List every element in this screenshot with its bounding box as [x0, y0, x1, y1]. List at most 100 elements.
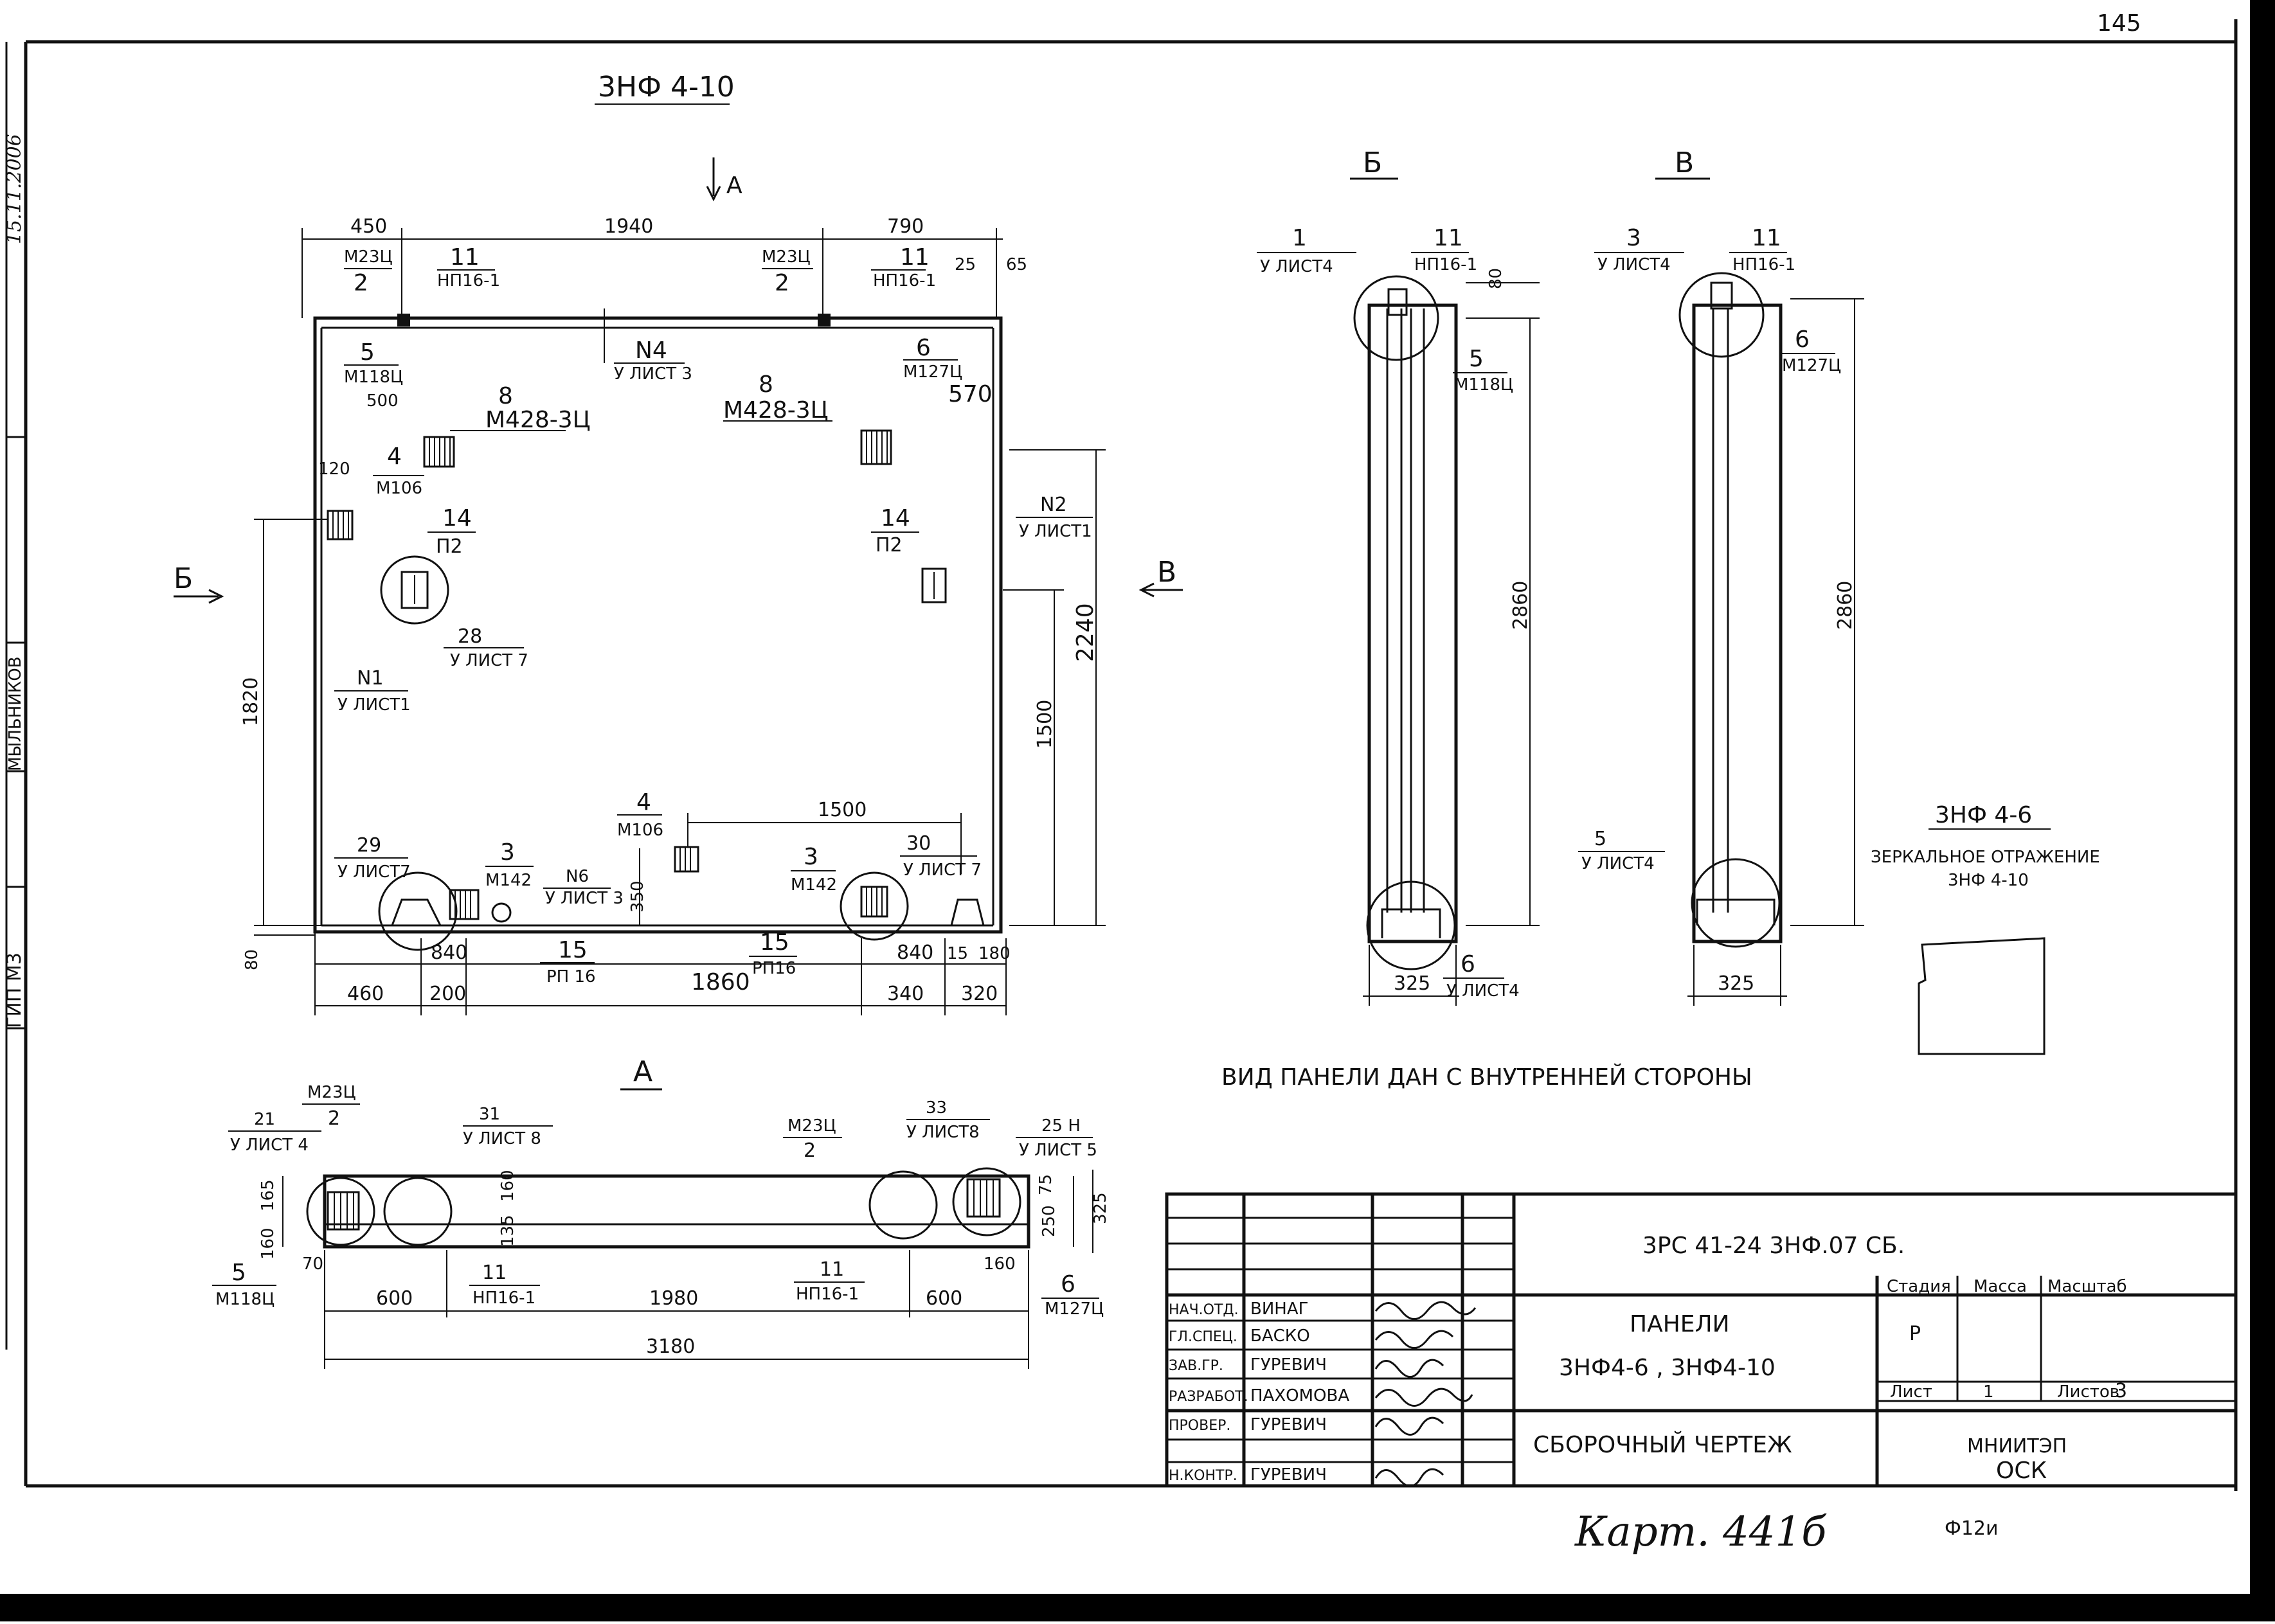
detail-circle-30 — [840, 871, 909, 941]
dim-top-65: 65 — [1006, 255, 1027, 274]
view-a-callout-33: 33 — [926, 1098, 947, 1118]
section-b-dim-80: 80 — [1486, 268, 1506, 289]
tb-role-2: ЗАВ.ГР. — [1169, 1358, 1223, 1374]
callout-11-1: 11 — [450, 244, 480, 271]
loop-p2-right — [921, 567, 947, 603]
callout-14b: 14 — [881, 505, 910, 531]
tb-name-2: ГУРЕВИЧ — [1250, 1355, 1327, 1375]
callout-n2: N2 — [1040, 494, 1067, 516]
signature-icon — [1374, 1388, 1473, 1407]
callout-28: 28 — [458, 625, 482, 648]
view-a-callout-25n: 25 Н — [1041, 1116, 1081, 1136]
tb-name-line2: 3НФ4-6 , 3НФ4-10 — [1559, 1355, 1776, 1381]
dim-top-25: 25 — [955, 255, 976, 274]
section-b-dim-2860: 2860 — [1509, 581, 1532, 630]
section-v-dim-325: 325 — [1718, 972, 1754, 995]
section-b-callout-list4b: У ЛИСТ4 — [1446, 981, 1520, 1001]
tb-stage-label: Стадия — [1887, 1277, 1951, 1296]
panel-outline — [313, 316, 1003, 934]
tb-doc-type: СБОРОЧНЫЙ ЧЕРТЕЖ — [1533, 1431, 1792, 1458]
loop-p2-left — [400, 571, 429, 609]
dim-h-1500: 1500 — [1034, 700, 1056, 749]
view-a-dim-160: 160 — [258, 1227, 278, 1260]
handwritten-note: Карт. 441б — [1574, 1508, 1827, 1556]
front-view: 3НФ 4-10 A 450 1940 790 25 65 М23Ц 2 11 … — [174, 71, 1183, 1015]
callout-2-2: 2 — [775, 270, 789, 296]
view-a-dim-70: 70 — [302, 1254, 323, 1274]
side-arrow-right-label: В — [1157, 556, 1176, 589]
callout-3b: 3 — [804, 844, 818, 870]
callout-n6: N6 — [566, 867, 589, 886]
dim-top-790: 790 — [887, 215, 924, 238]
tb-name-line1: ПАНЕЛИ — [1630, 1311, 1730, 1337]
view-a-callout-list5: У ЛИСТ 5 — [1019, 1141, 1097, 1160]
tb-doc-code: 3РС 41-24 3НФ.07 СБ. — [1642, 1233, 1905, 1259]
main-title: 3НФ 4-10 — [598, 71, 735, 103]
section-b-callout-m118c: М118Ц — [1454, 375, 1513, 395]
dim-top-1940: 1940 — [604, 215, 653, 238]
callout-m142a: М142 — [485, 871, 532, 890]
callout-p2b: П2 — [876, 534, 903, 557]
tb-name-5: ГУРЕВИЧ — [1250, 1465, 1327, 1485]
mirror-panel-sketch — [1918, 937, 2046, 1055]
dim-b-340: 340 — [887, 983, 924, 1005]
tb-role-4: ПРОВЕР. — [1169, 1418, 1230, 1434]
anchor-plate-4b — [674, 846, 699, 873]
tb-role-5: Н.КОНТР. — [1169, 1468, 1237, 1484]
callout-15a: 15 — [558, 937, 588, 963]
section-b-bottom-detail — [1366, 880, 1456, 970]
tb-name-0: ВИНАГ — [1250, 1299, 1308, 1319]
tb-name-1: БАСКО — [1250, 1326, 1310, 1346]
view-a-dim-325: 325 — [1091, 1192, 1110, 1224]
format-label: Ф12и — [1945, 1517, 1999, 1540]
signature-icon — [1374, 1468, 1444, 1487]
section-b-callout-11: 11 — [1434, 225, 1463, 251]
view-a-dim-135: 135 — [498, 1215, 517, 1247]
callout-8b: 8 — [759, 371, 773, 398]
callout-np16-1: НП16-1 — [437, 271, 500, 290]
dim-left-500: 500 — [366, 391, 399, 411]
embed-part-top-right — [818, 314, 831, 326]
view-a-dim-1980: 1980 — [649, 1287, 698, 1310]
detail-circle-28 — [380, 555, 449, 625]
callout-3a: 3 — [500, 839, 515, 866]
section-v-callout-3: 3 — [1626, 225, 1641, 251]
scan-right-band — [2250, 0, 2275, 1621]
dim-mid-1500: 1500 — [818, 799, 867, 821]
callout-np16-2: НП16-1 — [873, 271, 936, 290]
section-b-title: Б — [1363, 147, 1382, 179]
tb-name-4: ГУРЕВИЧ — [1250, 1415, 1327, 1434]
callout-list1a: У ЛИСТ1 — [1019, 522, 1092, 541]
anchor-plate-3b — [860, 886, 888, 918]
signature-icon — [1374, 1359, 1444, 1378]
dim-b-1860: 1860 — [691, 969, 750, 995]
tb-sheets-label: Листов — [2057, 1382, 2119, 1402]
callout-list3: У ЛИСТ 3 — [614, 364, 692, 384]
dim-b-460: 460 — [347, 983, 384, 1005]
callout-rp16a: РП 16 — [546, 967, 596, 986]
tb-role-0: НАЧ.ОТД. — [1169, 1302, 1239, 1318]
tb-role-3: РАЗРАБОТ. — [1169, 1389, 1248, 1405]
section-b-dim-325: 325 — [1394, 972, 1430, 995]
callout-rp16b: РП16 — [752, 959, 796, 978]
tb-sheet-label: Лист — [1890, 1382, 1932, 1402]
anchor-plate-3a — [449, 889, 480, 920]
signature-icon — [1374, 1330, 1454, 1349]
callout-list7a: У ЛИСТ 7 — [450, 651, 528, 670]
callout-m106a: М106 — [376, 479, 422, 498]
view-a-dim-75: 75 — [1036, 1174, 1056, 1195]
title-block: 3РС 41-24 3НФ.07 СБ. ПАНЕЛИ 3НФ4-6 , 3НФ… — [1165, 1192, 2238, 1488]
callout-m23c-2: М23Ц — [762, 247, 811, 267]
section-v-callout-6: 6 — [1795, 326, 1810, 353]
page-number: 145 — [2097, 10, 2141, 37]
callout-8a: 8 — [498, 383, 513, 409]
callout-5: 5 — [360, 339, 375, 366]
signature-icon — [1374, 1301, 1477, 1320]
section-b-callout-np16: НП16-1 — [1414, 255, 1477, 274]
tb-role-1: ГЛ.СПЕЦ. — [1169, 1329, 1237, 1345]
view-a-dim-165: 165 — [258, 1179, 278, 1211]
inner-side-note: ВИД ПАНЕЛИ ДАН С ВНУТРЕННЕЙ СТОРОНЫ — [1221, 1064, 1752, 1091]
tb-stage-value: Р — [1909, 1323, 1921, 1345]
dim-h-350: 350 — [628, 880, 647, 913]
